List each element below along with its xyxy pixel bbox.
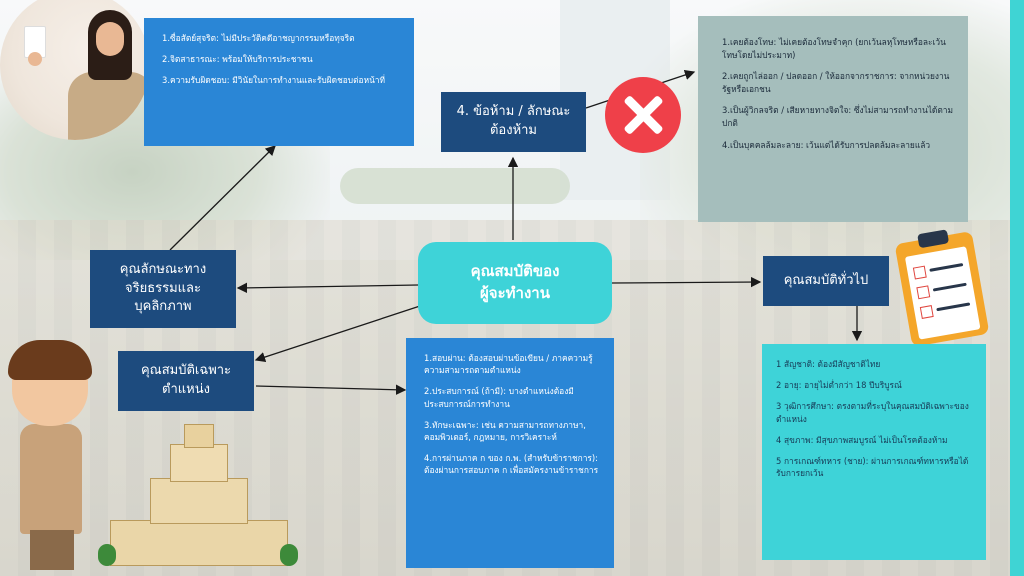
- arrow-ethics-to-list: [169, 145, 276, 251]
- specific-item: 4.การผ่านภาค ก ของ ก.พ. (สำหรับข้าราชการ…: [424, 453, 599, 476]
- right-edge-stripe: [1010, 0, 1024, 576]
- woman-hand: [28, 52, 42, 66]
- center-node-line1: คุณสมบัติของ: [470, 262, 560, 281]
- specific-node-line1: คุณสมบัติเฉพาะ: [140, 363, 232, 379]
- prohibited-item: 3.เป็นผู้วิกลจริต / เสียหายทางจิตใจ: ซึ่…: [722, 105, 954, 129]
- boy-illustration-legs: [30, 530, 74, 570]
- bush-icon: [98, 544, 116, 566]
- prohibited-node: 4. ข้อห้าม / ลักษณะ ต้องห้าม: [441, 92, 586, 152]
- arrow-center-to-general: [611, 276, 762, 288]
- ethics-node-line1: คุณลักษณะทาง: [119, 261, 207, 277]
- prohibited-item: 4.เป็นบุคคลล้มละลาย: เว้นแต่ได้รับการปลด…: [722, 139, 931, 150]
- general-node: คุณสมบัติทั่วไป: [763, 256, 889, 306]
- prohibited-list-box: 1.เคยต้องโทษ: ไม่เคยต้องโทษจำคุก (ยกเว้น…: [698, 16, 968, 222]
- general-item: 3 วุฒิการศึกษา: ตรงตามที่ระบุในคุณสมบัติ…: [776, 401, 969, 424]
- general-list-box: 1 สัญชาติ: ต้องมีสัญชาติไทย 2 อายุ: อายุ…: [762, 344, 986, 560]
- arrow-specific-to-list: [255, 384, 407, 395]
- woman-body: [68, 72, 150, 140]
- specific-item: 3.ทักษะเฉพาะ: เช่น ความสามารถทางภาษา, คอ…: [424, 419, 586, 442]
- prohibited-item: 2.เคยถูกไล่ออก / ปลดออก / ให้ออกจากราชกา…: [722, 71, 950, 94]
- specific-item: 2.ประสบการณ์ (ถ้ามี): บางตำแหน่งต้องมีปร…: [424, 386, 574, 409]
- ethics-item: 1.ซื่อสัตย์สุจริต: ไม่มีประวัติคดีอาชญาก…: [162, 33, 355, 43]
- boy-illustration-body: [20, 424, 82, 534]
- government-building-base: [110, 520, 288, 566]
- background-hedge: [340, 168, 570, 204]
- specific-node-line2: ตำแหน่ง: [162, 382, 210, 397]
- bush-icon: [280, 544, 298, 566]
- general-item: 2 อายุ: อายุไม่ต่ำกว่า 18 ปีบริบูรณ์: [776, 380, 902, 391]
- prohibited-item: 1.เคยต้องโทษ: ไม่เคยต้องโทษจำคุก (ยกเว้น…: [722, 37, 946, 60]
- prohibited-node-line1: 4. ข้อห้าม / ลักษณะ: [456, 104, 571, 120]
- government-building-middle: [150, 478, 248, 524]
- government-building-top: [184, 424, 214, 448]
- ethics-list-box: 1.ซื่อสัตย์สุจริต: ไม่มีประวัติคดีอาชญาก…: [144, 18, 414, 146]
- general-item: 1 สัญชาติ: ต้องมีสัญชาติไทย: [776, 359, 881, 369]
- general-node-label: คุณสมบัติทั่วไป: [783, 272, 869, 288]
- ethics-node-line3: บุคลิกภาพ: [134, 299, 192, 315]
- specific-list-box: 1.สอบผ่าน: ต้องสอบผ่านข้อเขียน / ภาคความ…: [406, 338, 614, 568]
- boy-illustration-hair: [8, 340, 92, 380]
- arrow-center-to-specific: [254, 305, 421, 363]
- specific-item: 1.สอบผ่าน: ต้องสอบผ่านข้อเขียน / ภาคความ…: [424, 353, 593, 376]
- ethics-node-line2: จริยธรรมและ: [124, 280, 201, 296]
- woman-face: [96, 22, 124, 56]
- specific-node: คุณสมบัติเฉพาะ ตำแหน่ง: [118, 351, 254, 411]
- woman-photo: [0, 0, 150, 140]
- general-item: 5 การเกณฑ์ทหาร (ชาย): ผ่านการเกณฑ์ทหารหร…: [776, 455, 969, 479]
- center-node: คุณสมบัติของ ผู้จะทำงาน: [418, 242, 612, 324]
- general-item: 4 สุขภาพ: มีสุขภาพสมบูรณ์ ไม่เป็นโรคต้อง…: [776, 434, 948, 445]
- clipboard-paper: [904, 246, 981, 340]
- x-mark-icon: [605, 77, 681, 153]
- center-node-line2: ผู้จะทำงาน: [480, 284, 550, 302]
- government-building-tower: [170, 444, 228, 482]
- prohibited-node-line2: ต้องห้าม: [489, 123, 538, 138]
- ethics-item: 3.ความรับผิดชอบ: มีวินัยในการทำงานและรับ…: [162, 75, 386, 86]
- ethics-item: 2.จิตสาธารณะ: พร้อมให้บริการประชาชน: [162, 54, 313, 65]
- ethics-node: คุณลักษณะทาง จริยธรรมและ บุคลิกภาพ: [90, 250, 236, 328]
- arrow-center-to-ethics: [236, 282, 419, 294]
